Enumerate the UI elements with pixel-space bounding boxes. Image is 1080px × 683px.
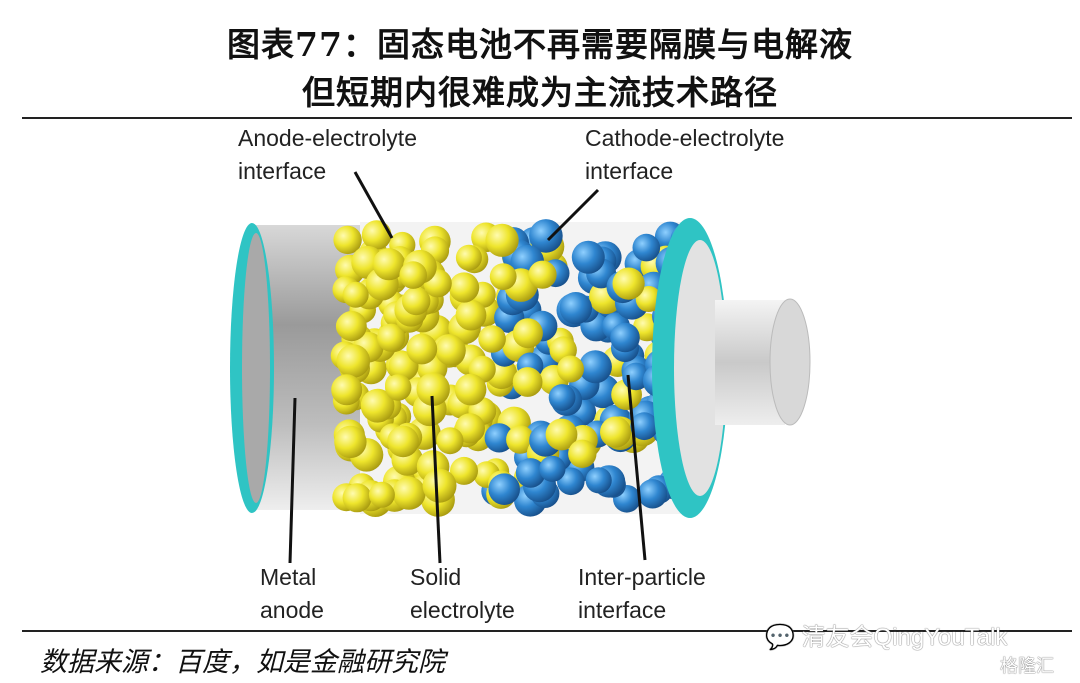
top-rule bbox=[22, 117, 1072, 119]
cathode-particle bbox=[484, 423, 514, 453]
electrolyte-particle bbox=[435, 335, 466, 366]
electrolyte-particle bbox=[489, 263, 517, 290]
label-line: Inter-particle bbox=[578, 564, 706, 590]
cathode-particle bbox=[637, 479, 668, 509]
cathode-particle bbox=[559, 292, 592, 325]
label-line: Anode-electrolyte bbox=[238, 125, 417, 151]
label-line: interface bbox=[578, 597, 667, 623]
label-line: Solid bbox=[410, 564, 462, 590]
electrolyte-particle bbox=[406, 333, 438, 365]
cathode-cap bbox=[652, 218, 811, 518]
cathode-particle bbox=[635, 286, 662, 312]
electrolyte-particle bbox=[422, 468, 457, 503]
electrolyte-particle bbox=[416, 372, 450, 406]
gelonghui-watermark: 格隆汇 bbox=[1000, 652, 1054, 678]
electrolyte-particle bbox=[377, 323, 406, 352]
label-anode-interface: Anode-electrolyte interface bbox=[238, 122, 417, 188]
label-line: interface bbox=[238, 158, 327, 184]
label-line: Metal bbox=[260, 564, 317, 590]
cathode-particle bbox=[585, 467, 612, 494]
electrolyte-particle bbox=[455, 244, 482, 271]
cathode-particle bbox=[632, 233, 661, 262]
gelonghui-watermark-text: 格隆汇 bbox=[1000, 656, 1054, 676]
label-line: anode bbox=[260, 597, 324, 623]
electrolyte-particle bbox=[454, 373, 487, 406]
wechat-watermark-text: 清友会QingYouTalk bbox=[801, 624, 1008, 651]
cathode-particle bbox=[539, 455, 566, 482]
cathode-particle bbox=[612, 267, 645, 300]
electrolyte-particle bbox=[385, 374, 412, 401]
cathode-particle bbox=[506, 425, 535, 454]
cathode-particle bbox=[557, 355, 584, 383]
electrolyte-particle bbox=[436, 427, 464, 455]
figure-title-line1: 图表77：固态电池不再需要隔膜与电解液 bbox=[227, 25, 853, 64]
label-line: interface bbox=[585, 158, 674, 184]
label-metal-anode: Metal anode bbox=[260, 561, 324, 627]
electrolyte-particle bbox=[402, 286, 431, 316]
source-note: 数据来源：百度，如是金融研究院 bbox=[40, 647, 445, 678]
cathode-particle bbox=[478, 325, 506, 353]
label-line: Cathode-electrolyte bbox=[585, 125, 785, 151]
electrolyte-particle bbox=[399, 261, 428, 289]
bottom-rule bbox=[22, 630, 1072, 632]
cathode-particle bbox=[515, 458, 546, 488]
label-line: electrolyte bbox=[410, 597, 515, 623]
leader-lines bbox=[288, 171, 647, 564]
electrolyte-particle bbox=[455, 299, 487, 331]
electrolyte-particle bbox=[512, 367, 543, 397]
cathode-particle bbox=[600, 416, 632, 448]
cathode-particle bbox=[630, 412, 659, 441]
label-cathode-interface: Cathode-electrolyte interface bbox=[585, 122, 784, 188]
cathode-particle bbox=[571, 240, 605, 274]
wechat-icon: 💬 bbox=[765, 624, 795, 651]
cathode-particle bbox=[545, 418, 578, 451]
cathode-particle bbox=[528, 260, 557, 289]
figure-title-line2: 但短期内很难成为主流技术路径 bbox=[302, 73, 778, 112]
cathode-particle bbox=[610, 322, 640, 353]
electrolyte-particle bbox=[450, 456, 478, 485]
electrolyte-particle bbox=[331, 374, 363, 406]
electrolyte-particle bbox=[392, 476, 426, 510]
electrolyte-particle bbox=[361, 220, 392, 250]
electrolyte-particle bbox=[342, 483, 372, 513]
electrolyte-particle bbox=[336, 344, 371, 378]
label-inter-particle: Inter-particle interface bbox=[578, 561, 706, 627]
cathode-particle bbox=[578, 350, 612, 384]
electrolyte-particle bbox=[336, 311, 367, 342]
electrolyte-particle bbox=[387, 425, 419, 458]
wechat-watermark: 💬 清友会QingYouTalk bbox=[765, 617, 1007, 652]
electrolyte-particle bbox=[333, 225, 362, 255]
electrolyte-particle bbox=[368, 481, 395, 508]
electrolyte-particle bbox=[485, 223, 519, 257]
electrolyte-particle bbox=[360, 388, 395, 423]
electrolyte-particle bbox=[449, 272, 480, 303]
cathode-particle bbox=[512, 318, 543, 349]
electrolyte-particle bbox=[334, 425, 367, 459]
cathode-particle bbox=[568, 439, 597, 468]
label-solid-electrolyte: Solid electrolyte bbox=[410, 561, 515, 627]
cathode-particle bbox=[529, 219, 563, 253]
electrolyte-particle bbox=[342, 281, 369, 308]
cathode-particle bbox=[548, 384, 576, 411]
cathode-particle bbox=[488, 473, 520, 506]
electrolyte-particle bbox=[372, 248, 405, 281]
